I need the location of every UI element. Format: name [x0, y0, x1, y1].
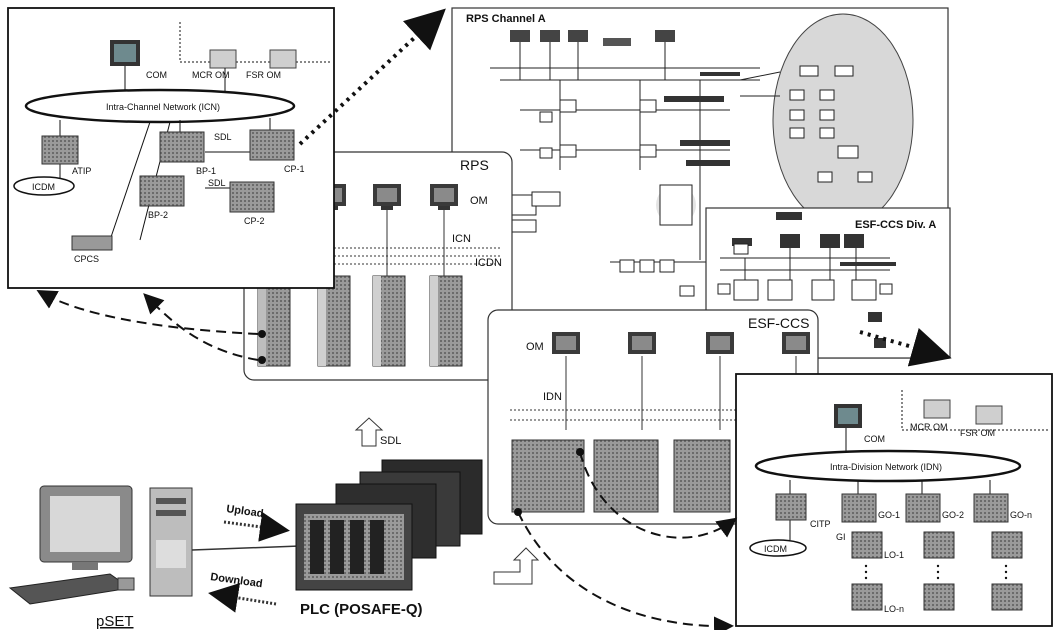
pset-label: pSET	[96, 613, 134, 630]
esf-ccs-om-label: OM	[526, 341, 544, 353]
processor-block	[992, 584, 1022, 610]
processor-block	[924, 584, 954, 610]
processor-block	[906, 494, 940, 522]
link-node	[258, 330, 266, 338]
processor-rack	[674, 440, 730, 512]
processor-block	[776, 494, 806, 520]
idn-go1-label: GO-1	[878, 510, 900, 520]
idn-fsr-om-label: FSR OM	[960, 428, 995, 438]
icn-bp1-label: BP-1	[196, 166, 216, 176]
esf-ccs-block	[660, 185, 692, 225]
rps-om-label: OM	[470, 195, 488, 207]
processor-block	[250, 130, 294, 160]
plc-racks	[296, 460, 482, 590]
bend-arrow-icon	[494, 548, 538, 584]
processor-rack	[512, 440, 584, 512]
processor-block	[852, 584, 882, 610]
idn-gon-label: GO-n	[1010, 510, 1032, 520]
esf-racks	[512, 440, 730, 512]
monitor-icon	[628, 332, 656, 354]
icn-cp2-label: CP-2	[244, 216, 265, 226]
icn-bp2-label: BP-2	[148, 210, 168, 220]
processor-rack	[430, 276, 462, 366]
idn-icdm-label: ICDM	[764, 544, 787, 554]
idn-inset-panel: COM MCR OM FSR OM Intra-Division Network…	[736, 374, 1052, 626]
processor-block	[992, 532, 1022, 558]
idn-go2-label: GO-2	[942, 510, 964, 520]
sdl-label: SDL	[380, 435, 401, 447]
monitor-icon	[552, 332, 580, 354]
idn-com-label: COM	[864, 434, 885, 444]
processor-rack	[258, 286, 290, 366]
icn-sdl-label-1: SDL	[214, 132, 232, 142]
esf-ccs-title: ESF-CCS	[748, 315, 809, 331]
processor-block	[974, 494, 1008, 522]
tower-pc-icon	[150, 488, 192, 596]
monitor-icon	[782, 332, 810, 354]
com-workstation	[834, 404, 862, 428]
mouse-icon	[118, 578, 134, 590]
rps-title: RPS	[460, 157, 489, 173]
icn-cpcs-label: CPCS	[74, 254, 99, 264]
idn-network-label: Intra-Division Network (IDN)	[830, 462, 942, 472]
pset-workstation	[10, 486, 192, 604]
processor-block	[42, 136, 78, 164]
plc-label: PLC (POSAFE-Q)	[300, 601, 423, 618]
icn-com-label: COM	[146, 70, 167, 80]
icn-inset-panel: COM MCR OM FSR OM Intra-Channel Network …	[8, 8, 334, 288]
idn-mcr-om-label: MCR OM	[910, 422, 948, 432]
processor-block	[230, 182, 274, 212]
idn-lo1-label: LO-1	[884, 550, 904, 560]
idn-gi-label: GI	[836, 532, 846, 542]
processor-rack	[373, 276, 405, 366]
icn-atip-label: ATIP	[72, 166, 91, 176]
link-node	[258, 356, 266, 364]
processor-rack	[318, 276, 350, 366]
icn-fsr-om-label: FSR OM	[246, 70, 281, 80]
processor-block	[160, 132, 204, 162]
download-arrow-icon	[214, 594, 276, 604]
processor-block	[852, 532, 882, 558]
icn-mcr-om-label: MCR OM	[192, 70, 230, 80]
esf-ccs-idn-label: IDN	[543, 391, 562, 403]
monitor-icon	[40, 486, 132, 570]
pset-plc-cable	[192, 546, 300, 550]
rps-icdn-label: ICDN	[475, 257, 502, 269]
rps-channel-a-title: RPS Channel A	[466, 13, 546, 25]
keyboard-icon	[10, 574, 130, 604]
icn-cp1-label: CP-1	[284, 164, 305, 174]
icn-sdl-label-2: SDL	[208, 178, 226, 188]
upload-arrow-icon	[224, 522, 284, 530]
esf-ccs-division-title: ESF-CCS Div. A	[855, 219, 936, 231]
icn-icdm-label: ICDM	[32, 182, 55, 192]
com-workstation	[110, 40, 140, 66]
idn-lon-label: LO-n	[884, 604, 904, 614]
download-label: Download	[210, 571, 264, 590]
idn-citp-label: CITP	[810, 519, 831, 529]
processor-block	[924, 532, 954, 558]
processor-block	[140, 176, 184, 206]
processor-block	[842, 494, 876, 522]
cpcs-unit	[72, 236, 112, 250]
monitor-icon	[706, 332, 734, 354]
upload-label: Upload	[226, 503, 265, 520]
processor-rack	[594, 440, 658, 512]
up-arrow-icon	[356, 418, 382, 446]
rps-icn-label: ICN	[452, 233, 471, 245]
icn-network-label: Intra-Channel Network (ICN)	[106, 102, 220, 112]
